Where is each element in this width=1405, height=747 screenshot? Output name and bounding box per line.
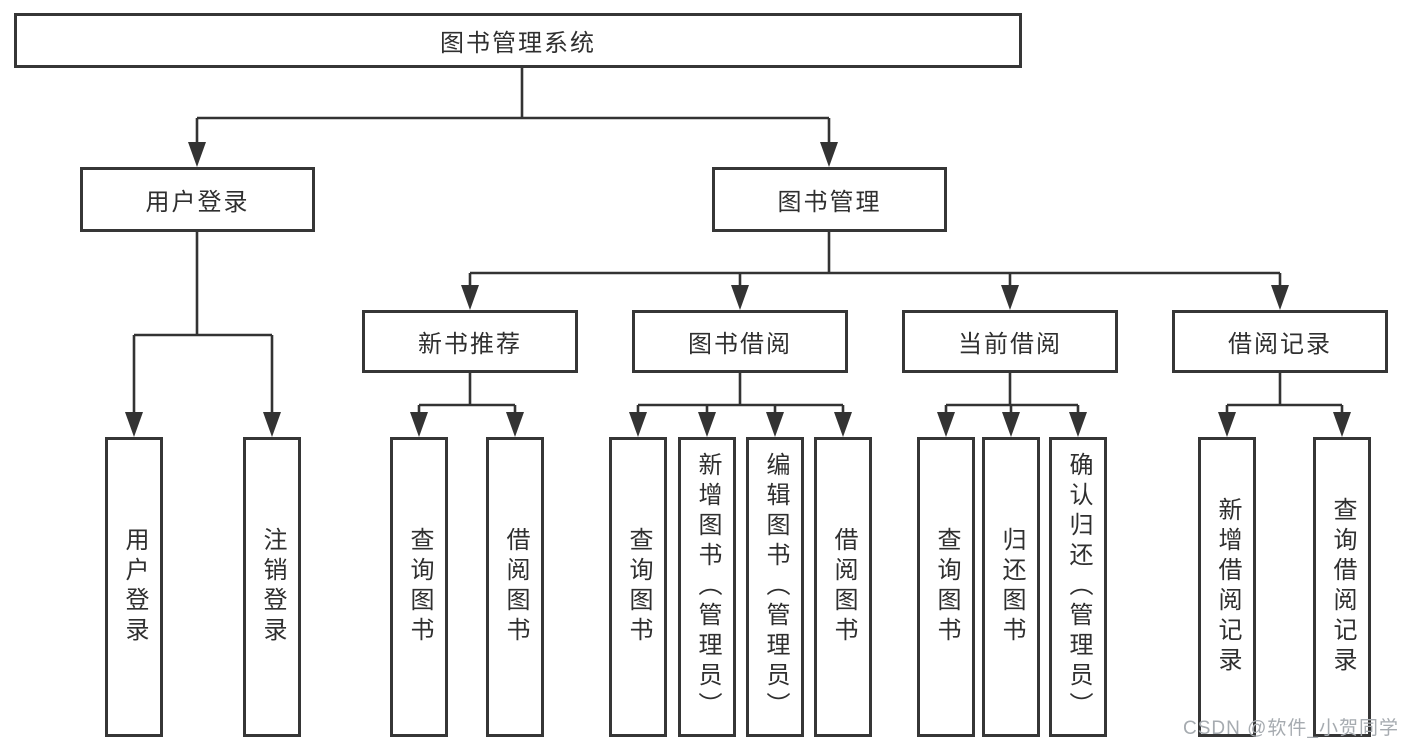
- leaf-add-borrow-record: 新增借阅记录: [1198, 437, 1256, 737]
- leaf-add-book-admin: 新增图书（管理员）: [678, 437, 736, 737]
- node-book-management-branch: 图书管理: [712, 167, 947, 232]
- leaf-label: 编辑图书（管理员）: [762, 452, 789, 722]
- leaf-label: 借阅图书: [830, 527, 857, 647]
- leaf-label: 注销登录: [259, 527, 286, 647]
- leaf-borrow-book-recommend: 借阅图书: [486, 437, 544, 737]
- leaf-logout: 注销登录: [243, 437, 301, 737]
- leaf-query-borrow-record: 查询借阅记录: [1313, 437, 1371, 737]
- leaf-query-book-current: 查询图书: [917, 437, 975, 737]
- leaf-label: 查询图书: [933, 527, 960, 647]
- node-book-borrowing: 图书借阅: [632, 310, 848, 373]
- node-user-login-branch: 用户登录: [80, 167, 315, 232]
- watermark: CSDN @软件_小贺同学: [1183, 718, 1399, 739]
- leaf-label: 借阅图书: [502, 527, 529, 647]
- leaf-query-book-recommend: 查询图书: [390, 437, 448, 737]
- node-library-management-system: 图书管理系统: [14, 13, 1022, 68]
- leaf-label: 用户登录: [121, 527, 148, 647]
- node-current-borrowing: 当前借阅: [902, 310, 1118, 373]
- leaf-query-book-borrow: 查询图书: [609, 437, 667, 737]
- node-new-book-recommendation: 新书推荐: [362, 310, 578, 373]
- leaf-label: 新增借阅记录: [1214, 497, 1241, 677]
- leaf-label: 确认归还（管理员）: [1065, 452, 1092, 722]
- leaf-confirm-return-admin: 确认归还（管理员）: [1049, 437, 1107, 737]
- leaf-label: 查询借阅记录: [1329, 497, 1356, 677]
- leaf-label: 归还图书: [998, 527, 1025, 647]
- leaf-return-book: 归还图书: [982, 437, 1040, 737]
- leaf-label: 查询图书: [406, 527, 433, 647]
- leaf-label: 新增图书（管理员）: [694, 452, 721, 722]
- leaf-borrow-book: 借阅图书: [814, 437, 872, 737]
- leaf-user-login: 用户登录: [105, 437, 163, 737]
- leaf-label: 查询图书: [625, 527, 652, 647]
- leaf-edit-book-admin: 编辑图书（管理员）: [746, 437, 804, 737]
- node-borrowing-records: 借阅记录: [1172, 310, 1388, 373]
